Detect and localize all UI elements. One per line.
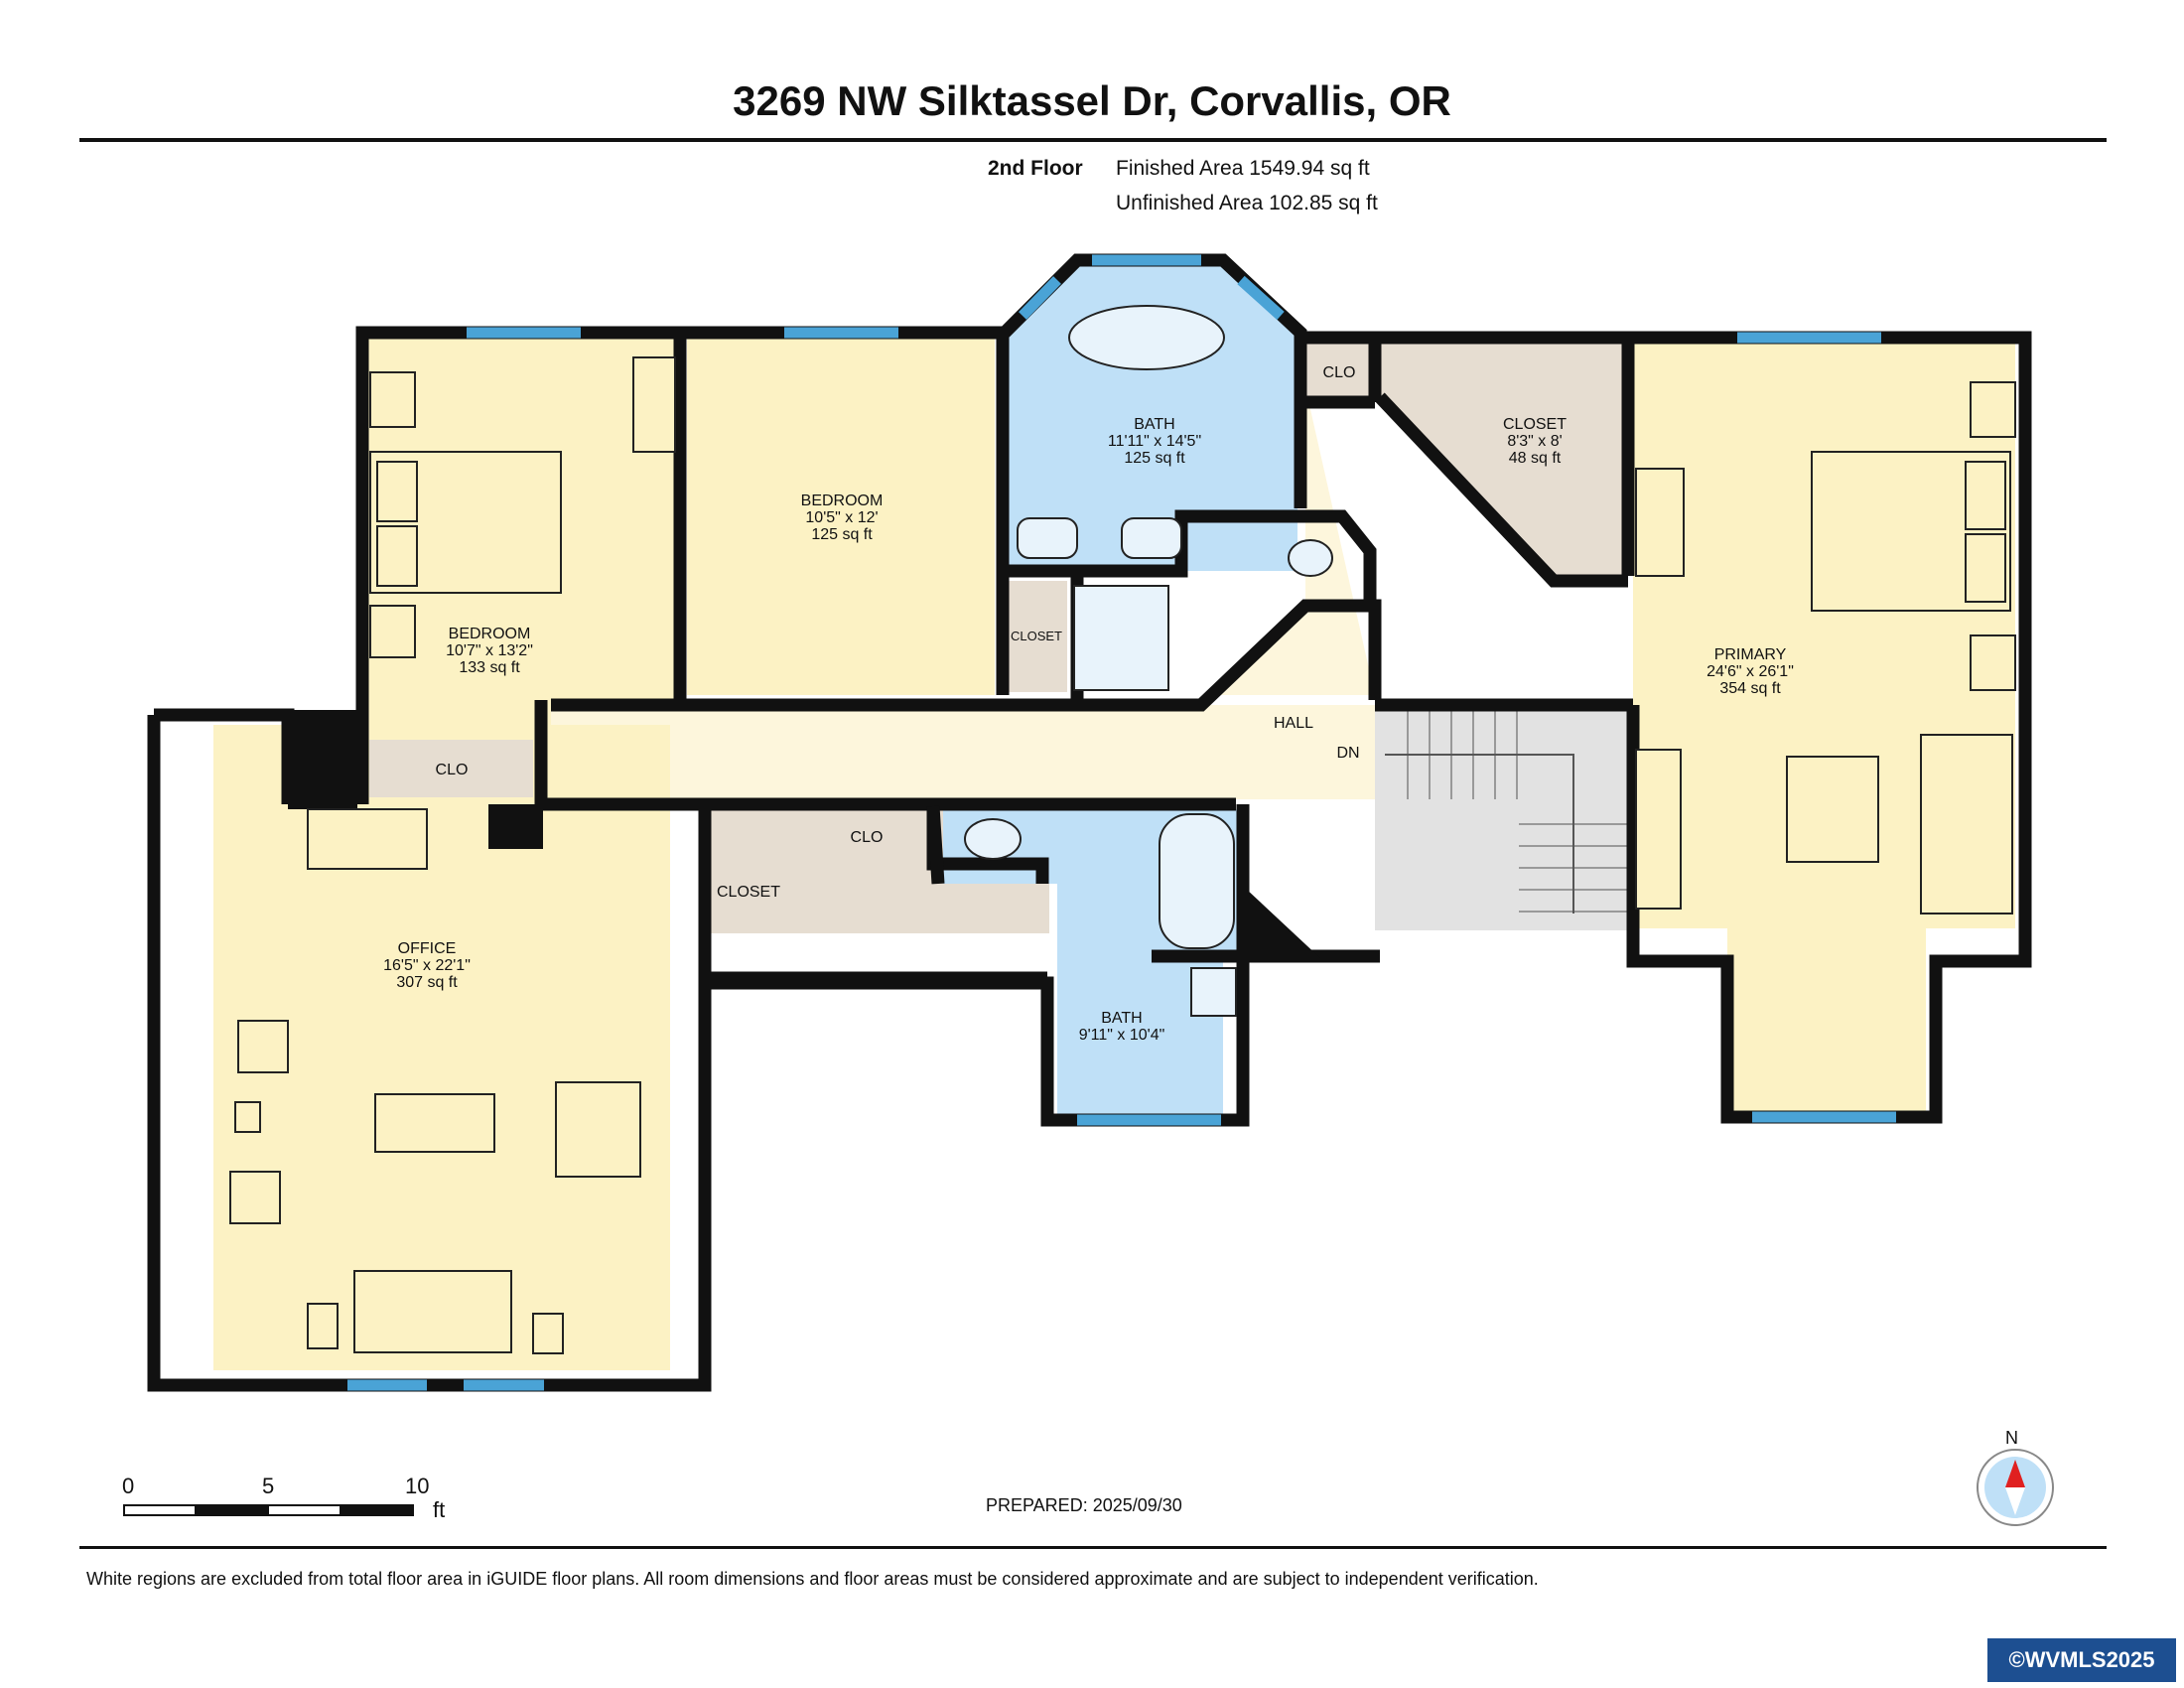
stairs-dn-label: DN xyxy=(1336,745,1359,762)
closet-small-name: CLOSET xyxy=(1011,629,1062,643)
toilets xyxy=(964,539,1333,860)
compass-icon xyxy=(1977,1449,2054,1526)
office-dims: 16'5" x 22'1" xyxy=(383,957,471,974)
bedroom-left-name: BEDROOM xyxy=(449,626,531,642)
unfinished-area: Unfinished Area 102.85 sq ft xyxy=(1116,192,1378,214)
office-area: 307 sq ft xyxy=(396,974,458,991)
sinks xyxy=(1017,517,1182,559)
bedroom-mid-area: 125 sq ft xyxy=(811,526,873,543)
clo-mid-fill xyxy=(802,809,931,864)
closet-walkin-fill xyxy=(1380,343,1623,581)
scale-tick-10: 10 xyxy=(405,1474,430,1498)
closet-walkin-area: 48 sq ft xyxy=(1509,450,1562,467)
scale-bar xyxy=(123,1504,414,1516)
primary-dims: 24'6" x 26'1" xyxy=(1706,663,1794,680)
wall-block-c xyxy=(1246,889,1320,958)
primary-name: PRIMARY xyxy=(1714,646,1787,663)
scale-tick-0: 0 xyxy=(122,1474,135,1498)
floor-label: 2nd Floor xyxy=(988,157,1083,180)
stairs-fill xyxy=(1375,707,1628,930)
clo-top-name: CLO xyxy=(1323,364,1356,381)
furniture xyxy=(229,356,2016,1354)
scale-unit: ft xyxy=(433,1497,446,1522)
stairs xyxy=(1385,707,1628,914)
hall-fill xyxy=(551,705,1375,799)
bedroom-mid-name: BEDROOM xyxy=(801,492,884,509)
footer-rule xyxy=(79,1546,2107,1549)
bath-main-dims: 11'11" x 14'5" xyxy=(1108,433,1201,450)
wall-block-a xyxy=(288,710,357,809)
page-title: 3269 NW Silktassel Dr, Corvallis, OR xyxy=(733,77,1451,124)
hall-upper-fill xyxy=(1206,387,1375,695)
room-fills xyxy=(213,263,2015,1370)
windows xyxy=(347,254,1896,1391)
bath-hall-dims: 9'11" x 10'4" xyxy=(1079,1027,1165,1044)
bedroom-left-area: 133 sq ft xyxy=(459,659,520,676)
prepared-date: PREPARED: 2025/09/30 xyxy=(986,1495,1182,1515)
hall-name: HALL xyxy=(1274,715,1313,732)
bedroom-left-dims: 10'7" x 13'2" xyxy=(446,642,533,659)
finished-area: Finished Area 1549.94 sq ft xyxy=(1116,157,1370,180)
office-name: OFFICE xyxy=(398,940,457,957)
primary-bay-fill xyxy=(1727,928,1926,1112)
closet-small-fill xyxy=(1008,581,1067,692)
clo-mid-name: CLO xyxy=(851,829,884,846)
bathtub xyxy=(1068,305,1225,370)
closet-walkin-dims: 8'3" x 8' xyxy=(1507,433,1562,450)
closet-walkin-name: CLOSET xyxy=(1503,416,1567,433)
wall-block-b xyxy=(488,804,543,849)
bath-main-area: 125 sq ft xyxy=(1124,450,1185,467)
closet-hall-name: CLOSET xyxy=(717,884,780,901)
bedroom-mid-dims: 10'5" x 12' xyxy=(805,509,878,526)
room-labels: BEDROOM 10'7" x 13'2" 133 sq ft BEDROOM … xyxy=(383,364,1794,1044)
office-fill xyxy=(213,725,670,1370)
clo-left-fill xyxy=(369,740,533,797)
primary-area: 354 sq ft xyxy=(1719,680,1781,697)
clo-top-fill xyxy=(1302,343,1375,399)
scale-tick-5: 5 xyxy=(262,1474,275,1498)
bath-main-name: BATH xyxy=(1134,416,1174,433)
bath-hall-name: BATH xyxy=(1101,1010,1142,1027)
clo-left-name: CLO xyxy=(436,762,469,778)
disclaimer-text: White regions are excluded from total fl… xyxy=(86,1569,1539,1589)
bedroom-mid-fill xyxy=(687,338,995,695)
compass-north-label: N xyxy=(2005,1428,2018,1448)
header-rule xyxy=(79,138,2107,142)
copyright-badge: ©WVMLS2025 xyxy=(1987,1638,2176,1682)
